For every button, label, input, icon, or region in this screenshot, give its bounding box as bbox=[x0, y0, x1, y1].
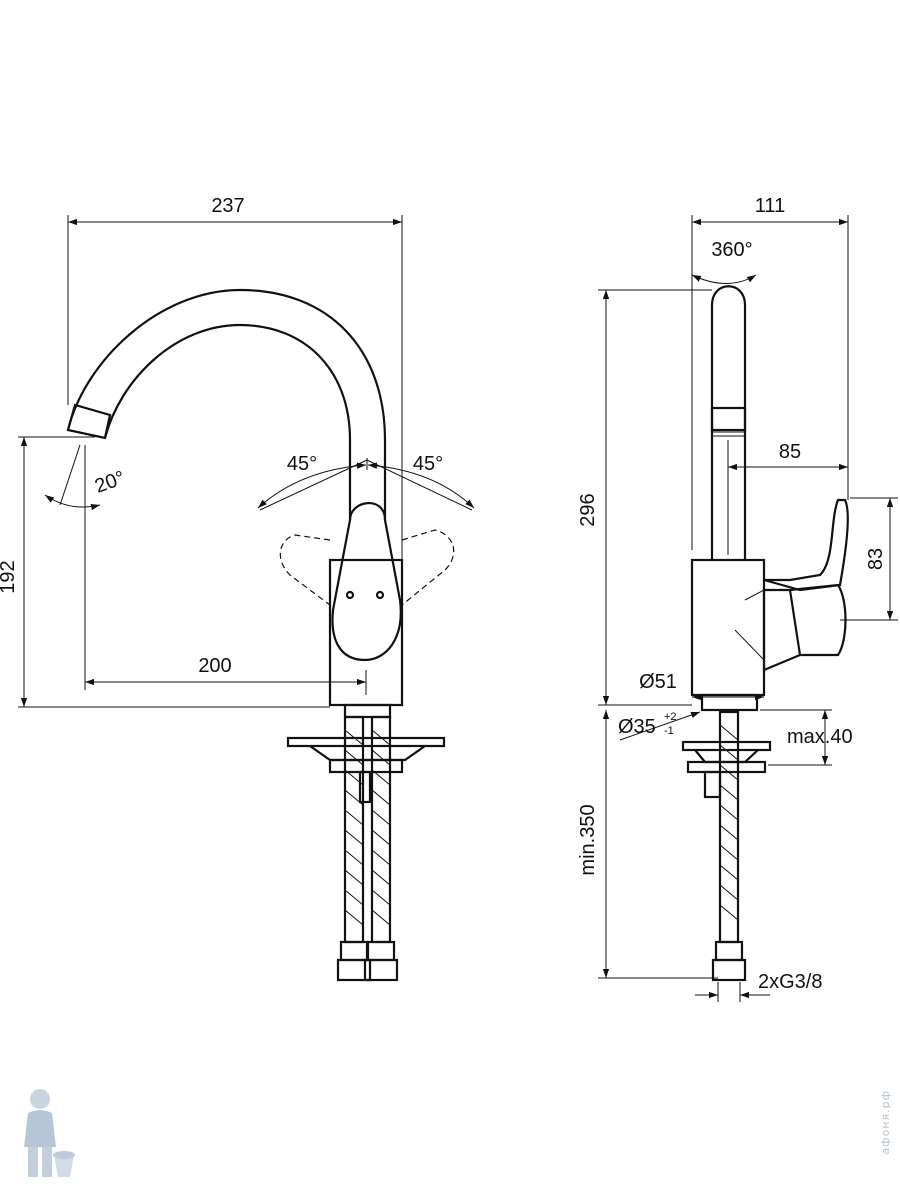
dim-85: 85 bbox=[779, 441, 801, 463]
side-hose bbox=[711, 710, 747, 982]
dim-d35-tol-plus: +2 bbox=[664, 711, 677, 723]
supply-hoses bbox=[336, 715, 399, 982]
dim-d35: Ø35 bbox=[618, 716, 656, 738]
plumber-mascot-logo bbox=[24, 1089, 75, 1177]
dim-d35-tol-minus: -1 bbox=[664, 725, 674, 737]
dim-g38: 2xG3/8 bbox=[758, 971, 822, 993]
dim-296: 296 bbox=[577, 493, 599, 526]
dim-237: 237 bbox=[211, 195, 244, 217]
dim-83: 83 bbox=[865, 548, 887, 570]
front-view: 237 192 20° 45° 45° 200 bbox=[0, 195, 475, 982]
dim-45-right: 45° bbox=[413, 453, 443, 475]
dim-min350: min.350 bbox=[577, 804, 599, 875]
aerator bbox=[66, 403, 112, 440]
dim-20deg: 20° bbox=[92, 467, 128, 498]
spout-inner bbox=[103, 323, 352, 520]
lever bbox=[331, 502, 402, 662]
dim-111: 111 bbox=[755, 195, 785, 217]
mounting-plate bbox=[286, 736, 446, 748]
dim-max40: max.40 bbox=[787, 726, 853, 748]
dim-200: 200 bbox=[198, 655, 231, 677]
dim-192: 192 bbox=[0, 560, 19, 593]
side-body bbox=[690, 558, 766, 697]
side-view: 111 360° 296 85 83 Ø51 Ø35 +2 -1 max.40 bbox=[577, 195, 898, 1002]
side-spout bbox=[710, 285, 747, 560]
spout-outer bbox=[66, 288, 387, 520]
lever-ghost-left bbox=[279, 534, 331, 606]
dim-d51: Ø51 bbox=[639, 671, 677, 693]
dim-45-left: 45° bbox=[287, 453, 317, 475]
watermark-text: афоня.рф bbox=[879, 1090, 892, 1155]
side-lever bbox=[763, 498, 849, 592]
dim-360deg: 360° bbox=[711, 239, 752, 261]
lever-ghost-right bbox=[401, 529, 455, 606]
